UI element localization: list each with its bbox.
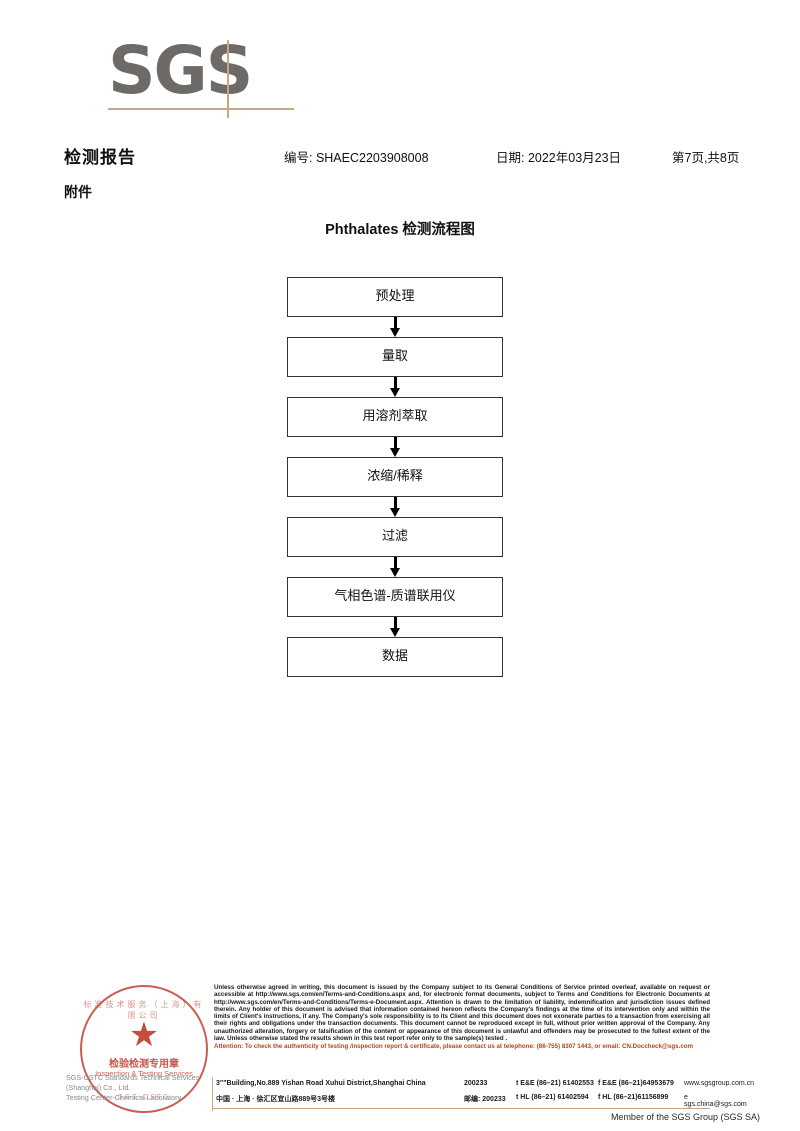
- flow-arrow: [287, 317, 503, 337]
- flow-step-box: 浓缩/稀释: [287, 457, 503, 497]
- sgs-logo-text: SGS: [108, 32, 253, 109]
- flow-step-label: 用溶剂萃取: [362, 408, 428, 423]
- flow-step-box: 过滤: [287, 517, 503, 557]
- fax-hl: f HL (86–21)61156899: [598, 1094, 669, 1101]
- flow-step-label: 气相色谱-质谱联用仪: [334, 588, 456, 603]
- page-title: 检测报告: [64, 148, 136, 167]
- flow-step-label: 浓缩/稀释: [367, 468, 423, 483]
- lab-name-line1: SGS-CSTC Standards Technical Services (S…: [66, 1073, 200, 1092]
- seal-center-cn-text: 检验检测专用章: [109, 1059, 179, 1070]
- sgs-group-member-text: Member of the SGS Group (SGS SA): [610, 1112, 760, 1122]
- attention-notice-text: Attention: To check the authenticity of …: [214, 1043, 694, 1051]
- flow-step-box: 预处理: [287, 277, 503, 317]
- address-row-cn: 中国 · 上海 · 徐汇区宜山路889号3号楼 邮编: 200233 t HL …: [216, 1093, 747, 1108]
- report-header: 检测报告 编号: SHAEC2203908008 日期: 2022年03月23日…: [64, 143, 754, 169]
- flow-arrow: [287, 497, 503, 517]
- star-icon: ★: [128, 1016, 160, 1054]
- seal-center-en-text: Inspection & Testing Services: [95, 1069, 193, 1078]
- logo-vertical-rule: [227, 40, 229, 118]
- footer-horizontal-rule: [212, 1108, 710, 1110]
- legal-terms-text: Unless otherwise agreed in writing, this…: [214, 984, 710, 1043]
- company-seal-stamp: 标准技术服务（上海）有限公司 ★ 检验检测专用章 Inspection & Te…: [80, 985, 208, 1113]
- footer-legal-block: Unless otherwise agreed in writing, this…: [214, 984, 710, 1051]
- seal-arc-bottom-text: SGS-CSTC: [117, 1094, 171, 1101]
- flow-step-label: 数据: [381, 648, 408, 663]
- address-en: 3""Building,No.889 Yishan Road Xuhui Dis…: [216, 1080, 426, 1087]
- sgs-logo: SGS: [108, 38, 358, 118]
- footer-vertical-rule: [212, 1077, 214, 1111]
- address-cn: 中国 · 上海 · 徐汇区宜山路889号3号楼: [216, 1096, 336, 1103]
- telephone-hl: t HL (86–21) 61402594: [516, 1094, 589, 1101]
- flow-step-box: 数据: [287, 637, 503, 677]
- email-link[interactable]: e sgs.china@sgs.com: [684, 1094, 747, 1108]
- flow-arrow: [287, 377, 503, 397]
- report-number: 编号: SHAEC2203908008: [284, 151, 429, 165]
- telephone-ee: t E&E (86–21) 61402553: [516, 1080, 594, 1087]
- footer-address-block: 3""Building,No.889 Yishan Road Xuhui Dis…: [216, 1079, 754, 1108]
- flowchart-title: Phthalates 检测流程图: [325, 222, 475, 238]
- seal-arc-top-text: 标准技术服务（上海）有限公司: [83, 1000, 205, 1020]
- logo-horizontal-rule: [108, 108, 294, 110]
- page-number: 第7页,共8页: [672, 151, 740, 165]
- fax-ee: f E&E (86–21)64953679: [598, 1080, 674, 1087]
- zip-en: 200233: [464, 1080, 488, 1087]
- flow-arrow: [287, 617, 503, 637]
- flow-step-box: 用溶剂萃取: [287, 397, 503, 437]
- laboratory-name: SGS-CSTC Standards Technical Services (S…: [66, 1073, 226, 1103]
- zip-cn: 邮编: 200233: [464, 1096, 506, 1103]
- lab-name-line2: Testing Center-Chemical Laboratory.: [66, 1093, 183, 1102]
- flow-step-label: 过滤: [381, 528, 408, 543]
- seal-circle: [80, 985, 208, 1113]
- flow-step-box: 量取: [287, 337, 503, 377]
- flow-step-label: 预处理: [375, 288, 415, 303]
- flowchart: 预处理 量取 用溶剂萃取 浓缩/稀释 过滤 气相色谱-质谱联用仪 数据: [287, 277, 503, 677]
- flow-step-label: 量取: [381, 348, 408, 363]
- address-row-en: 3""Building,No.889 Yishan Road Xuhui Dis…: [216, 1079, 754, 1093]
- attachment-label: 附件: [64, 184, 92, 200]
- flow-arrow: [287, 557, 503, 577]
- website-link[interactable]: www.sgsgroup.com.cn: [684, 1080, 755, 1087]
- flow-arrow: [287, 437, 503, 457]
- flow-step-box: 气相色谱-质谱联用仪: [287, 577, 503, 617]
- report-date: 日期: 2022年03月23日: [496, 151, 622, 165]
